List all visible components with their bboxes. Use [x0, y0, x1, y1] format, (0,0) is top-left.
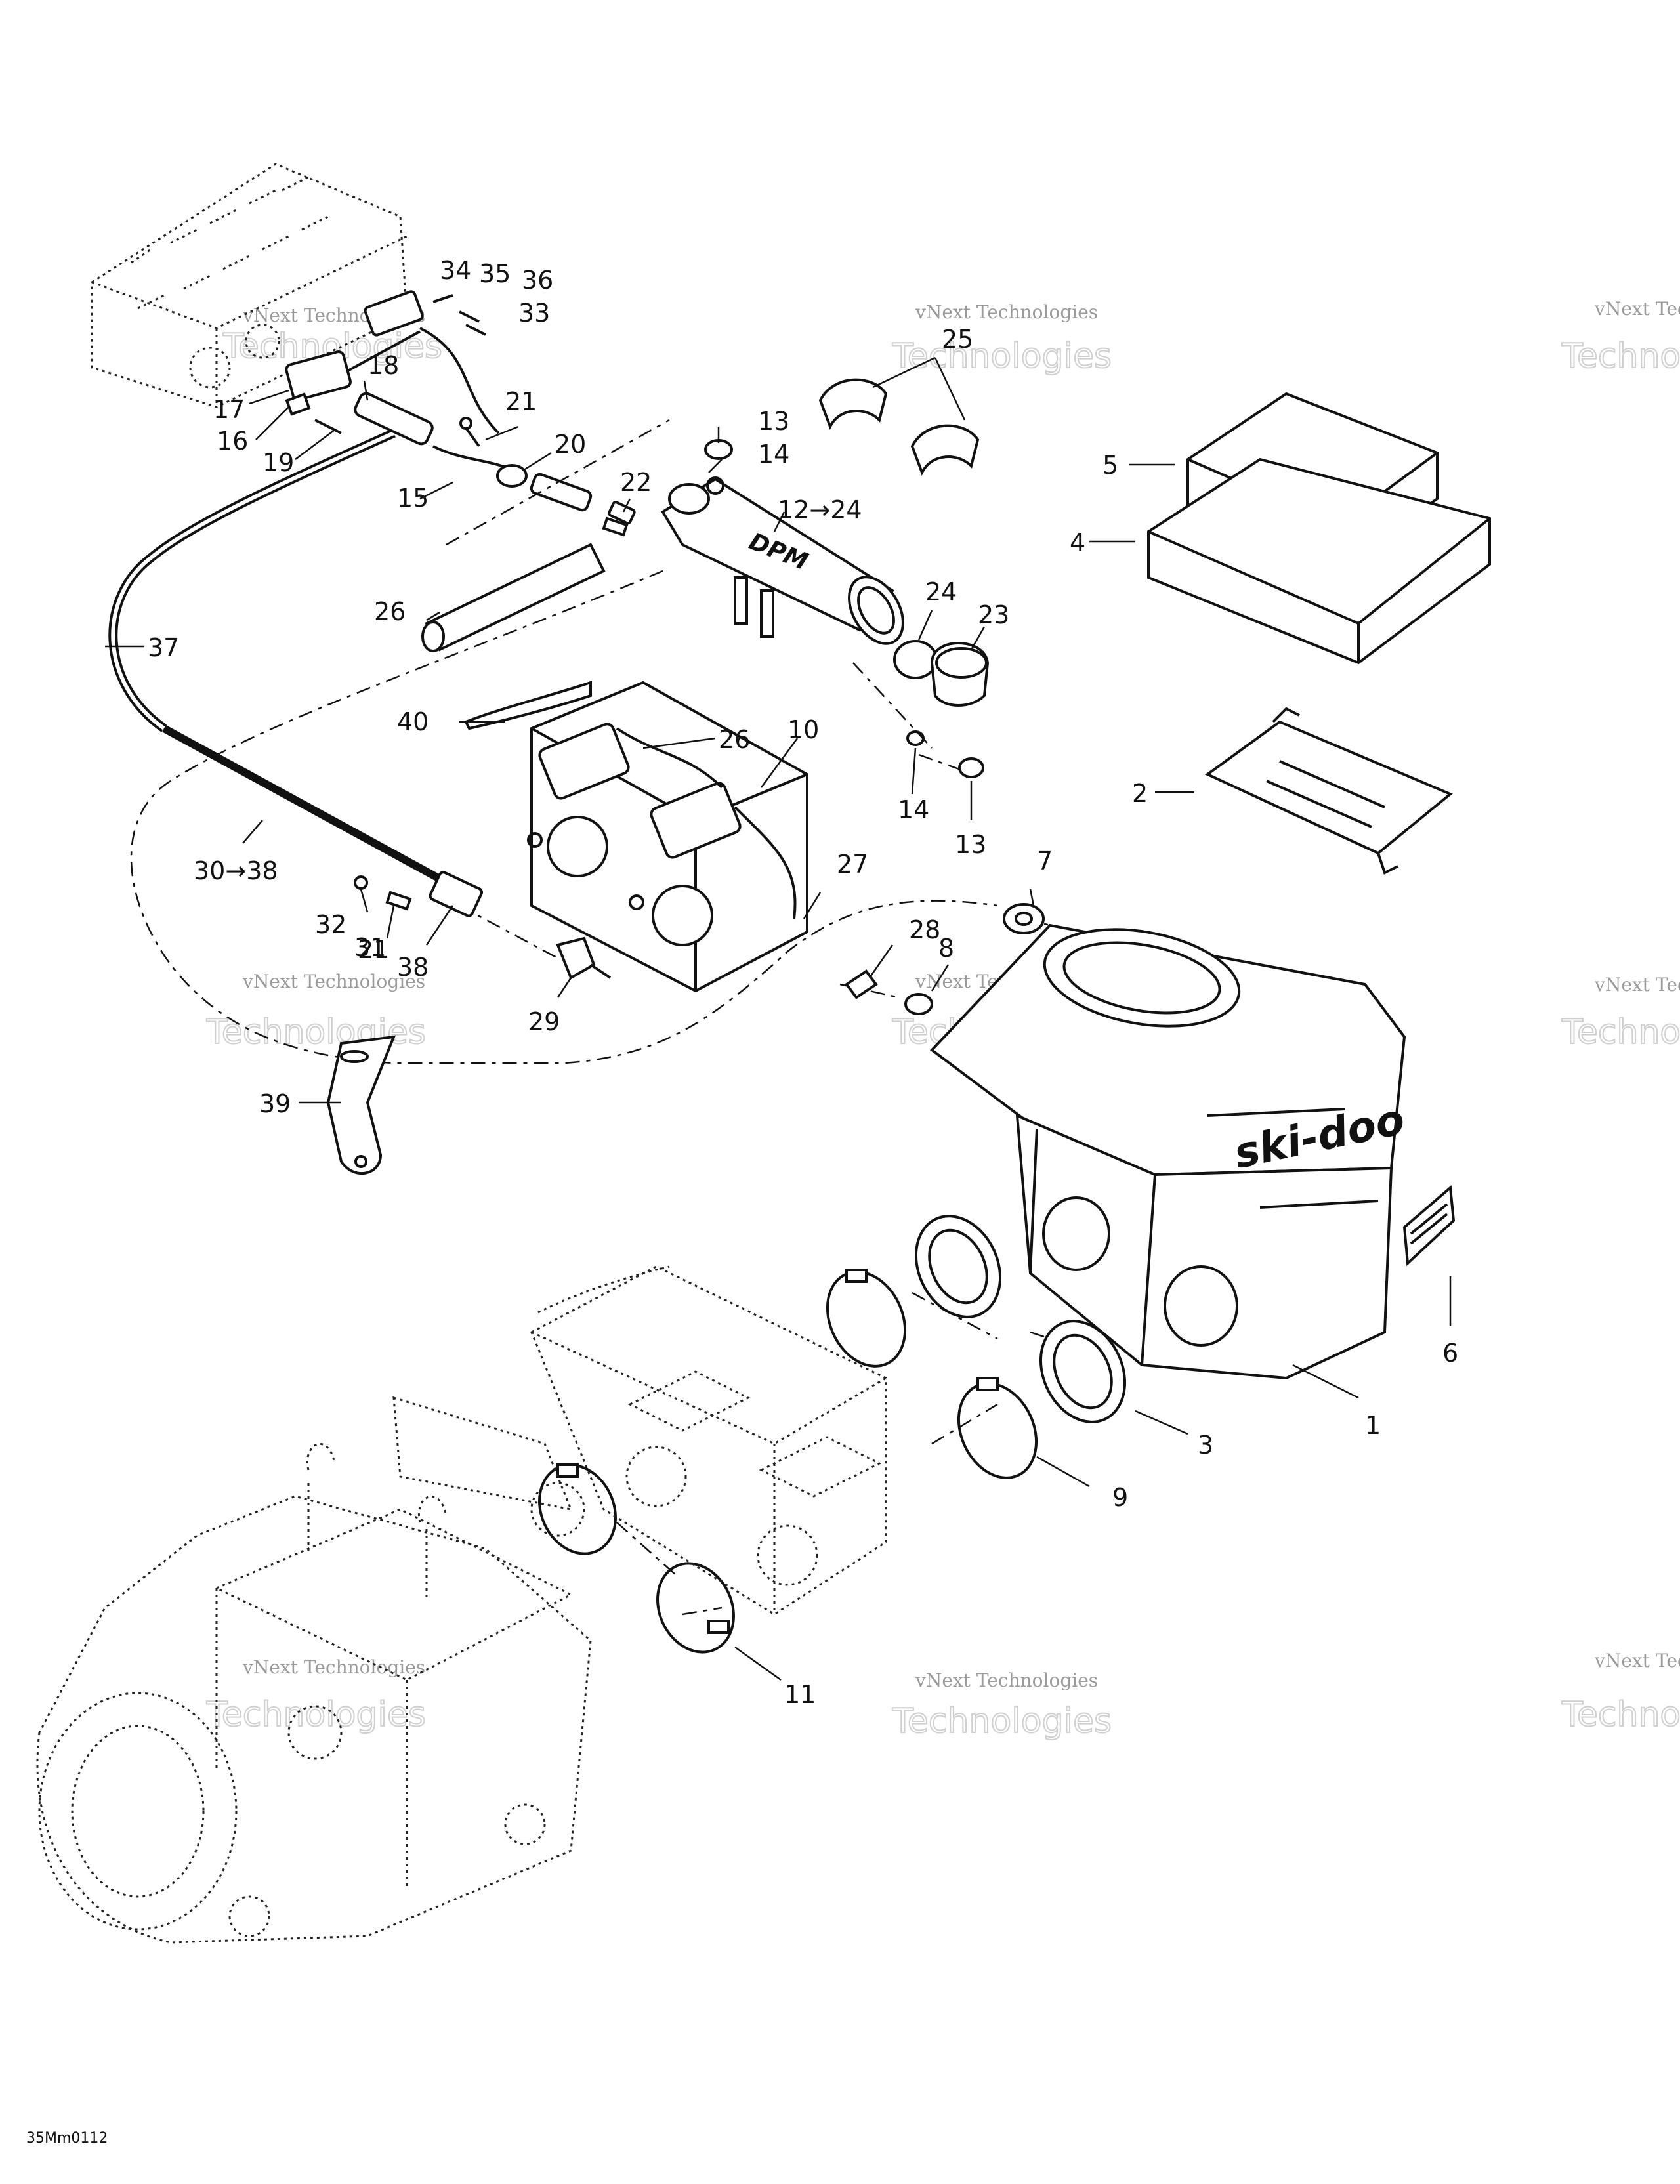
engine-cover-reference — [91, 163, 408, 408]
callout-27: 27 — [837, 850, 868, 879]
callout-18: 18 — [368, 351, 399, 380]
callout-10: 10 — [788, 715, 819, 744]
watermark-text: vNext Technologies — [242, 1656, 425, 1678]
watermark-large: Technologies — [1561, 1695, 1680, 1734]
sensor-assembly — [285, 290, 629, 537]
callout-32: 32 — [315, 910, 346, 939]
callout-30-38: 30→38 — [194, 856, 278, 885]
callout-14: 14 — [758, 440, 789, 469]
diagram-code: 35Mm0112 — [26, 2130, 108, 2147]
callout-labels: 1 2 3 4 5 6 7 8 9 10 11 12→24 13 13 14 1… — [148, 256, 1458, 1709]
callout-26: 26 — [374, 597, 406, 626]
callout-38: 38 — [397, 953, 429, 982]
callout-34: 34 — [440, 256, 471, 285]
callout-37: 37 — [148, 633, 179, 662]
plate-2 — [1205, 707, 1453, 875]
callout-36: 36 — [522, 266, 553, 295]
fuel-rail-12: DPM — [608, 439, 904, 645]
watermark-text: vNext Technologies — [915, 301, 1098, 323]
callout-21: 21 — [505, 387, 537, 416]
small-fittings — [556, 903, 1045, 1015]
callout-15: 15 — [397, 484, 429, 513]
clamps-11 — [538, 1463, 735, 1654]
callout-19: 19 — [262, 448, 294, 477]
callout-22: 22 — [620, 468, 652, 497]
callout-4: 4 — [1070, 528, 1085, 557]
leader-lines — [105, 356, 1452, 1681]
watermark-text: vNext Technologies — [1594, 1650, 1680, 1671]
decal-6 — [1402, 1185, 1456, 1267]
callout-11: 11 — [784, 1680, 816, 1709]
watermark-large: Technologies — [1561, 337, 1680, 376]
airbox-1: ski-doo — [930, 923, 1409, 1380]
callout-17: 17 — [213, 395, 245, 424]
engine-reference — [36, 1396, 592, 1944]
watermark-large: Technologies — [206, 1695, 426, 1734]
callout-25: 25 — [942, 325, 973, 354]
watermark-text: vNext Technologies — [242, 971, 425, 992]
carburetor-reference — [530, 1265, 887, 1616]
fittings — [893, 640, 990, 778]
watermark-large: Technologies — [892, 1702, 1112, 1741]
clamps-9 — [826, 1269, 1038, 1479]
callout-5: 5 — [1102, 451, 1118, 480]
cable-37 — [108, 429, 455, 890]
callout-8: 8 — [938, 934, 954, 963]
watermark-large: Technologies — [1561, 1013, 1680, 1052]
callout-3: 3 — [1198, 1431, 1213, 1460]
connector-38 — [354, 871, 484, 917]
callout-7: 7 — [1037, 847, 1053, 875]
callout-26: 26 — [719, 725, 750, 754]
callout-33: 33 — [518, 299, 550, 327]
callout-35: 35 — [479, 259, 511, 288]
watermark-large: Technologies — [892, 337, 1112, 376]
callout-24: 24 — [925, 578, 957, 606]
callout-21: 21 — [358, 935, 389, 964]
fuel-line-26 — [421, 543, 606, 652]
callout-16: 16 — [217, 427, 248, 455]
filter-tray-4 — [1147, 457, 1491, 665]
carburetor-10 — [464, 681, 808, 993]
watermark-text: vNext Technologies — [1594, 298, 1680, 320]
callout-9: 9 — [1112, 1483, 1128, 1512]
callout-31: 31 — [354, 933, 386, 962]
callout-40: 40 — [397, 707, 429, 736]
callout-23: 23 — [978, 600, 1009, 629]
callout-39: 39 — [259, 1089, 291, 1118]
assembly-lines — [130, 419, 1051, 1616]
watermark-text: vNext Technologies — [915, 1670, 1098, 1691]
callout-1: 1 — [1365, 1411, 1381, 1440]
callout-29: 29 — [528, 1007, 560, 1036]
callout-13: 13 — [758, 407, 789, 436]
callout-2: 2 — [1132, 779, 1148, 808]
callout-28: 28 — [909, 915, 940, 944]
watermark-large: Technologies — [206, 1013, 426, 1052]
clips-25 — [818, 378, 980, 476]
callout-13: 13 — [955, 830, 986, 859]
callout-12-24: 12→24 — [778, 495, 862, 524]
bracket-39 — [326, 1035, 396, 1175]
callout-20: 20 — [555, 430, 586, 459]
adaptors-3 — [914, 1215, 1127, 1423]
callout-6: 6 — [1442, 1339, 1458, 1368]
callout-14: 14 — [898, 795, 929, 824]
watermark-text: vNext Technologies — [1594, 974, 1680, 996]
